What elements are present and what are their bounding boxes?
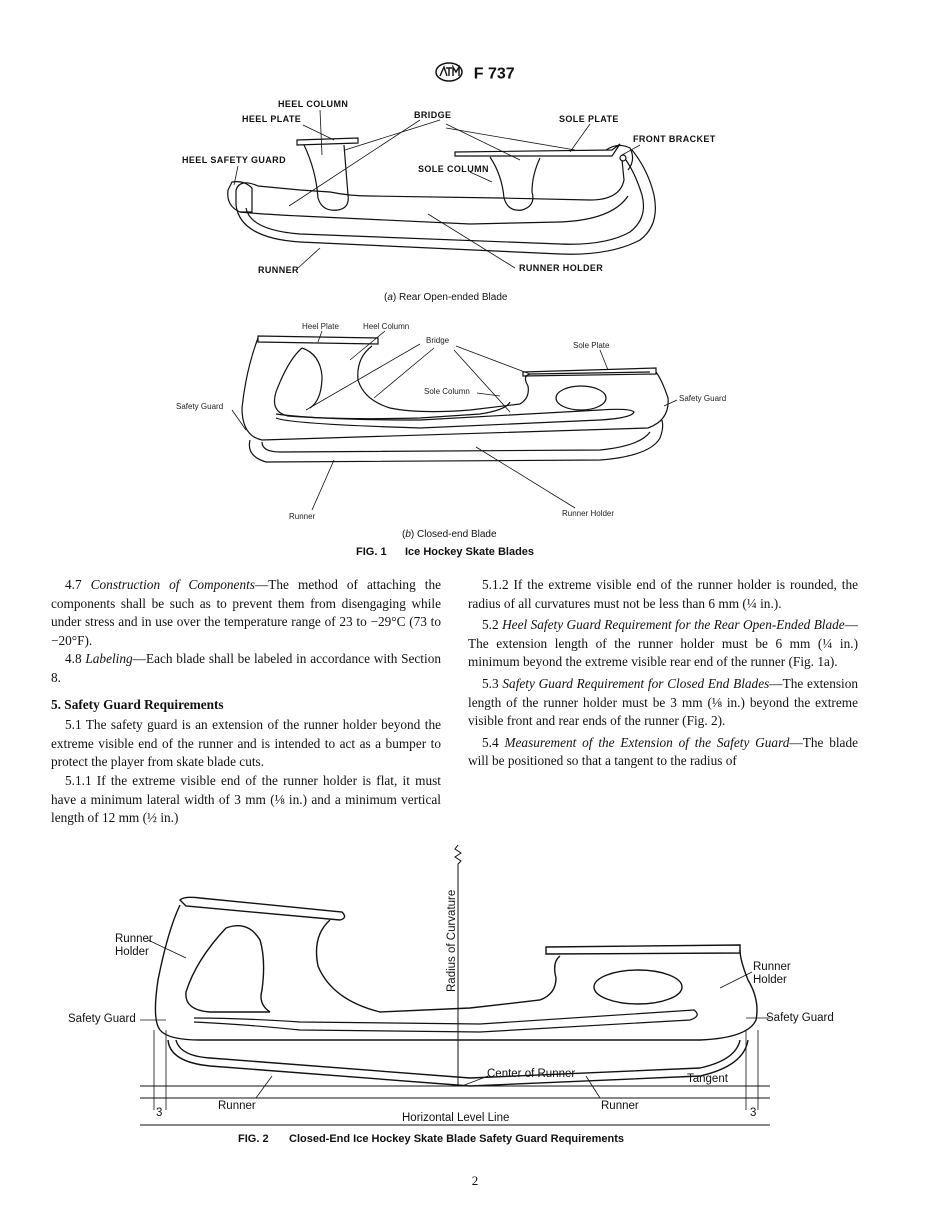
designation: F 737 [473,65,515,83]
para-4-7-num: 4.7 [65,577,91,592]
label-runner: RUNNER [258,265,299,275]
para-5-3: 5.3 Safety Guard Requirement for Closed … [468,675,858,731]
fig1-caption-label: FIG. 1 [356,546,387,558]
fig2-caption-label: FIG. 2 [238,1133,269,1145]
para-4-7-body: —The method of attaching the components … [51,577,441,648]
para-5-2-num: 5.2 [482,617,503,633]
label-sole-plate-b: Sole Plate [573,341,610,350]
para-5-4-body: —The blade will be positioned so that a … [468,734,858,769]
para-5-2: 5.2 Heel Safety Guard Requirement for th… [468,616,858,672]
fig2-label-runner-holder-left-1: Runner [115,933,153,945]
para-5-2-title: Heel Safety Guard Requirement for the Re… [502,617,845,633]
para-5-1-2: 5.1.2 If the extreme visible end of the … [468,577,858,611]
label-front-bracket: FRONT BRACKET [633,134,716,144]
para-4-8-title: Labeling [85,651,133,667]
fig1b-subcaption-text: Closed-end Blade [414,529,497,540]
fig2-label-radius-of-curvature: Radius of Curvature [446,890,458,992]
para-4-8-body: —Each blade shall be labeled in accordan… [51,651,441,685]
label-heel-plate-b: Heel Plate [302,322,339,331]
para-4-8-num: 4.8 [65,651,86,667]
label-sole-column-b: Sole Column [424,387,470,396]
label-sole-column: SOLE COLUMN [418,164,489,174]
fig2-label-runner-left: Runner [218,1100,256,1112]
page-header: F 737 [0,62,950,87]
fig2-label-runner-holder-right-2: Holder [753,974,787,986]
fig1a-subcaption: (a) Rear Open-ended Blade [384,292,508,303]
fig2-label-tangent: Tangent [687,1073,729,1085]
para-5-4-num: 5.4 [482,734,505,750]
astm-logo-icon [435,62,464,87]
para-5-3-title: Safety Guard Requirement for Closed End … [502,675,770,691]
fig1a-subcaption-text: Rear Open-ended Blade [396,292,508,303]
para-4-7-title: Construction of Components [90,577,255,592]
label-safety-guard-left-b: Safety Guard [176,402,223,411]
para-5-2-body: —The extension length of the runner hold… [468,617,858,670]
fig2-label-horizontal-level-line: Horizontal Level Line [402,1112,509,1124]
fig1-caption-text: Ice Hockey Skate Blades [405,546,534,558]
para-5-3-num: 5.3 [482,675,503,691]
label-heel-plate: HEEL PLATE [242,114,301,124]
fig1a-subcaption-letter: a [387,292,393,303]
fig1b-subcaption: (b) Closed-end Blade [402,529,497,540]
para-5-1: 5.1 The safety guard is an extension of … [51,717,441,770]
fig1b-subcaption-letter: b [405,529,411,540]
fig2-label-runner-holder-left-2: Holder [115,946,149,958]
para-5-1-1: 5.1.1 If the extreme visible end of the … [51,772,441,826]
fig1a-drawing [227,109,656,269]
fig2-caption-text: Closed-End Ice Hockey Skate Blade Safety… [289,1133,624,1145]
label-heel-column: HEEL COLUMN [278,99,348,109]
fig2-label-dim-left: 3 [156,1107,162,1119]
label-heel-safety-guard: HEEL SAFETY GUARD [182,155,286,165]
page-number: 2 [471,1173,479,1188]
fig2-label-runner-right: Runner [601,1100,639,1112]
label-sole-plate: SOLE PLATE [559,114,619,124]
fig2-label-runner-holder-right-1: Runner [753,961,791,973]
label-heel-column-b: Heel Column [363,322,409,331]
label-bridge-b: Bridge [426,336,450,345]
label-runner-b: Runner [289,512,316,521]
label-runner-holder-b: Runner Holder [562,509,614,518]
para-4-8: 4.8 Labeling—Each blade shall be labeled… [51,650,441,687]
para-5-4: 5.4 Measurement of the Extension of the … [468,734,858,771]
label-safety-guard-right-b: Safety Guard [679,394,726,403]
fig2-label-safety-guard-left: Safety Guard [68,1013,136,1025]
text-column-left: 4.7 Construction of Components—The metho… [51,576,441,828]
figure-1: HEEL COLUMN HEEL PLATE BRIDGE SOLE PLATE… [176,99,726,558]
label-bridge: BRIDGE [414,110,451,120]
fig2-label-center-of-runner: Center of Runner [487,1068,575,1080]
fig2-label-dim-right: 3 [750,1107,756,1119]
para-4-7: 4.7 Construction of Components—The metho… [51,576,441,650]
text-column-right: 5.1.2 If the extreme visible end of the … [468,576,858,771]
section-5-heading: 5. Safety Guard Requirements [51,696,224,712]
fig2-label-safety-guard-right: Safety Guard [766,1012,834,1024]
fig1b-drawing [231,330,678,511]
para-5-4-title: Measurement of the Extension of the Safe… [504,734,790,750]
para-5-3-body: —The extension length of the runner hold… [468,675,859,729]
label-runner-holder: RUNNER HOLDER [519,263,603,273]
